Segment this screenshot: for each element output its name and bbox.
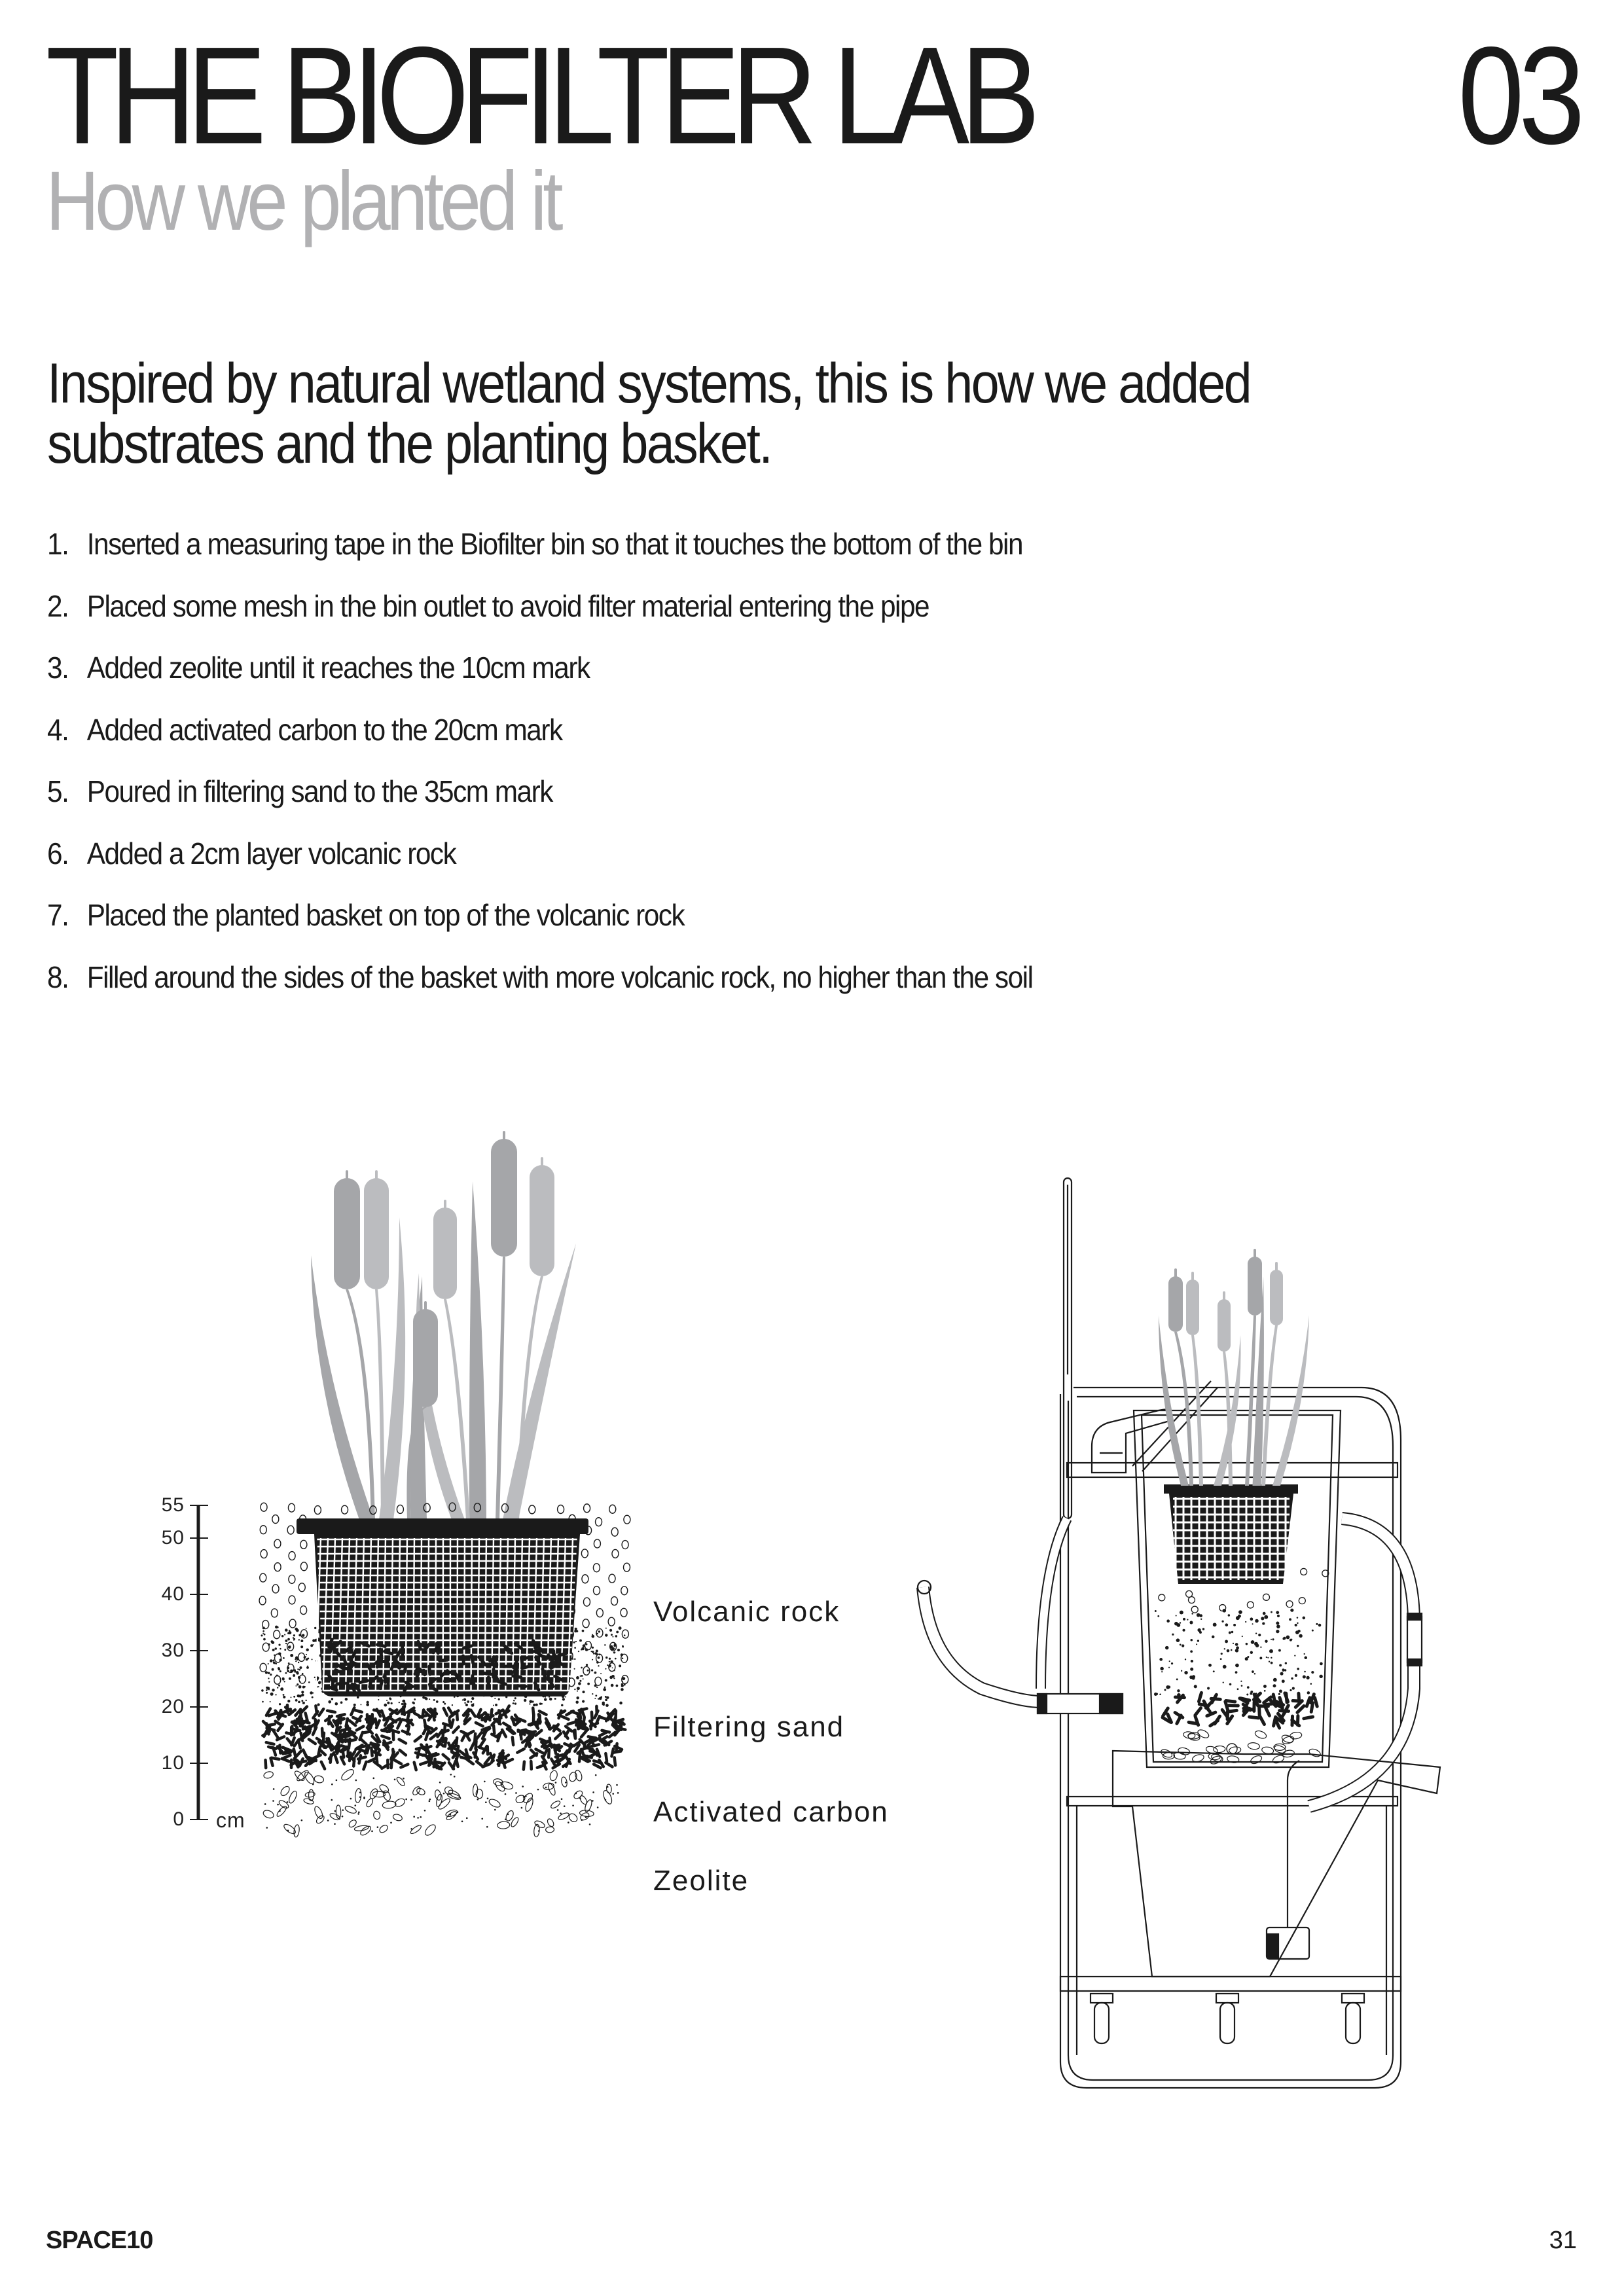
cattail-leaf [1214,1335,1241,1486]
cattail-leaf [1252,1276,1264,1486]
step-text: Placed some mesh in the bin outlet to av… [86,588,930,623]
step-number: 4. [47,712,69,747]
step-item: 3. Added zeolite until it reaches the 10c… [47,653,1033,715]
step-number: 7. [47,898,69,932]
wheels [1059,1975,1402,2045]
page-number: 31 [1549,2227,1577,2254]
bin-outlet [1226,1743,1238,1755]
intro-paragraph: Inspired by natural wetland systems, thi… [47,352,1252,475]
step-item: 8. Filled around the sides of the basket … [47,960,1034,1024]
step-text: Filled around the sides of the basket wi… [86,960,1034,994]
cattail-leaf [1159,1316,1189,1486]
step-number: 3. [47,651,69,685]
step-text: Inserted a measuring tape in the Biofilt… [86,527,1024,561]
step-text: Poured in filtering sand to the 35cm mar… [86,774,554,808]
step-number: 1. [47,527,69,561]
page-subtitle: How we planted it [46,154,564,248]
step-text: Added activated carbon to the 20cm mark [86,712,563,747]
step-item: 1. Inserted a measuring tape in the Biofi… [47,529,1033,591]
cattail [1186,1272,1203,1486]
step-number: 2. [47,588,69,623]
biofilter-bin [1132,1409,1342,1768]
cattail-leaf [1272,1316,1309,1486]
step-text: Added zeolite until it reaches the 10cm … [86,651,590,685]
chapter-number: 03 [1458,18,1585,173]
step-item: 5. Poured in filtering sand to the 35cm m… [47,776,1033,838]
cart-frame [1059,1386,1402,2089]
cattail [1168,1268,1193,1486]
cattail [1245,1249,1262,1486]
page-title: THE BIOFILTER LAB [46,18,1040,173]
step-text: Placed the planted basket on top of the … [86,898,685,932]
cart-planting-basket [1164,1484,1298,1584]
steps-list: 1. Inserted a measuring tape in the Biofi… [47,529,1118,1024]
step-number: 6. [47,836,69,870]
step-number: 5. [47,774,69,808]
cattail [1261,1262,1283,1486]
step-item: 7. Placed the planted basket on top of th… [47,900,1033,962]
step-number: 8. [47,960,69,994]
step-item: 4. Added activated carbon to the 20cm mar… [47,715,1033,777]
lower-tray [1111,1749,1441,1978]
step-item: 6. Added a 2cm layer volcanic rock [47,838,1033,901]
step-text: Added a 2cm layer volcanic rock [86,836,457,870]
step-item: 2. Placed some mesh in the bin outlet to … [47,591,1033,653]
cattail [1218,1291,1233,1486]
brand-logo: SPACE10 [46,2227,153,2254]
